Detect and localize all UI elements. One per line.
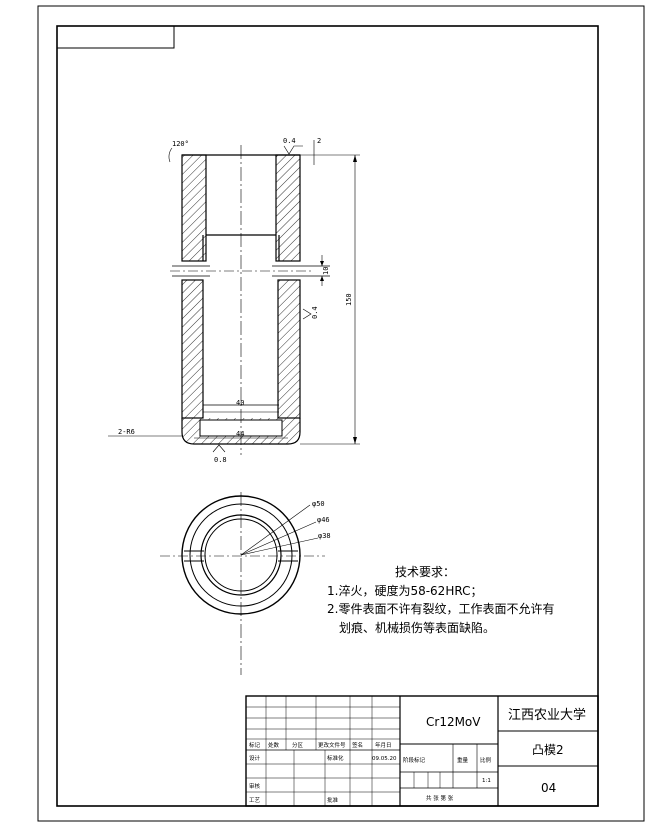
tech-req-item-3: 划痕、机械损伤等表面缺陷。 [339,620,495,635]
circle-label-3: φ38 [318,532,331,540]
tech-req-item-1: 1.淬火，硬度为58-62HRC； [327,583,482,598]
overall-length-label: 150 [345,293,353,306]
top-view [160,492,325,675]
outer-diameter-label: 44 [236,430,244,438]
weight-label: 重量 [457,756,469,764]
header-signature: 签名 [352,741,363,749]
sheet-text: 共 张 第 张 [426,794,454,802]
tech-req-title: 技术要求： [395,565,455,579]
header-date: 年月日 [375,741,392,749]
scale-value: 1:1 [482,778,491,784]
roughness-side-label: 0.4 [311,306,319,319]
tech-req-item-2: 2.零件表面不许有裂纹，工作表面不允许有 [327,601,554,616]
school-name: 江西农业大学 [508,707,586,723]
drawing-border [56,25,599,807]
row-review: 审核 [249,782,261,790]
scale-label: 比例 [480,756,492,764]
angle-label: 120° [172,140,189,148]
dimension-lines [108,140,360,445]
header-count: 处数 [268,741,280,749]
inner-diameter-label: 40 [236,399,244,407]
hole-height-label: 10 [322,267,330,275]
part-name: 凸模2 [532,743,564,757]
row-process: 工艺 [249,797,261,804]
section-view [170,145,330,455]
right-wall-upper [275,154,301,262]
std-label: 标准化 [327,754,344,762]
circle-label-1: φ50 [312,500,325,508]
header-mark: 标记 [249,741,261,749]
right-wall-lower [277,279,301,419]
outer-frame [37,5,645,822]
left-wall-upper [181,154,207,262]
edge-radius-label: 2-R6 [118,428,135,436]
row-design: 设计 [249,754,261,762]
drawing-number: 04 [541,781,556,795]
title-block [245,695,599,807]
header-zone: 分区 [292,741,304,749]
left-wall-lower [181,279,204,419]
roughness-top-label: 0.4 [283,137,296,145]
chamfer-label: 2 [317,137,321,145]
approve-label: 批准 [327,796,339,804]
date-value: 09.05.20 [372,756,397,762]
header-change-doc: 更改文件号 [318,741,346,749]
material-label: Cr12MoV [426,715,481,729]
roughness-symbols [212,145,312,453]
corner-box [56,25,175,49]
stage-label: 阶段标记 [403,756,426,764]
roughness-bottom-label: 0.8 [214,456,227,464]
circle-label-2: φ46 [317,516,330,524]
